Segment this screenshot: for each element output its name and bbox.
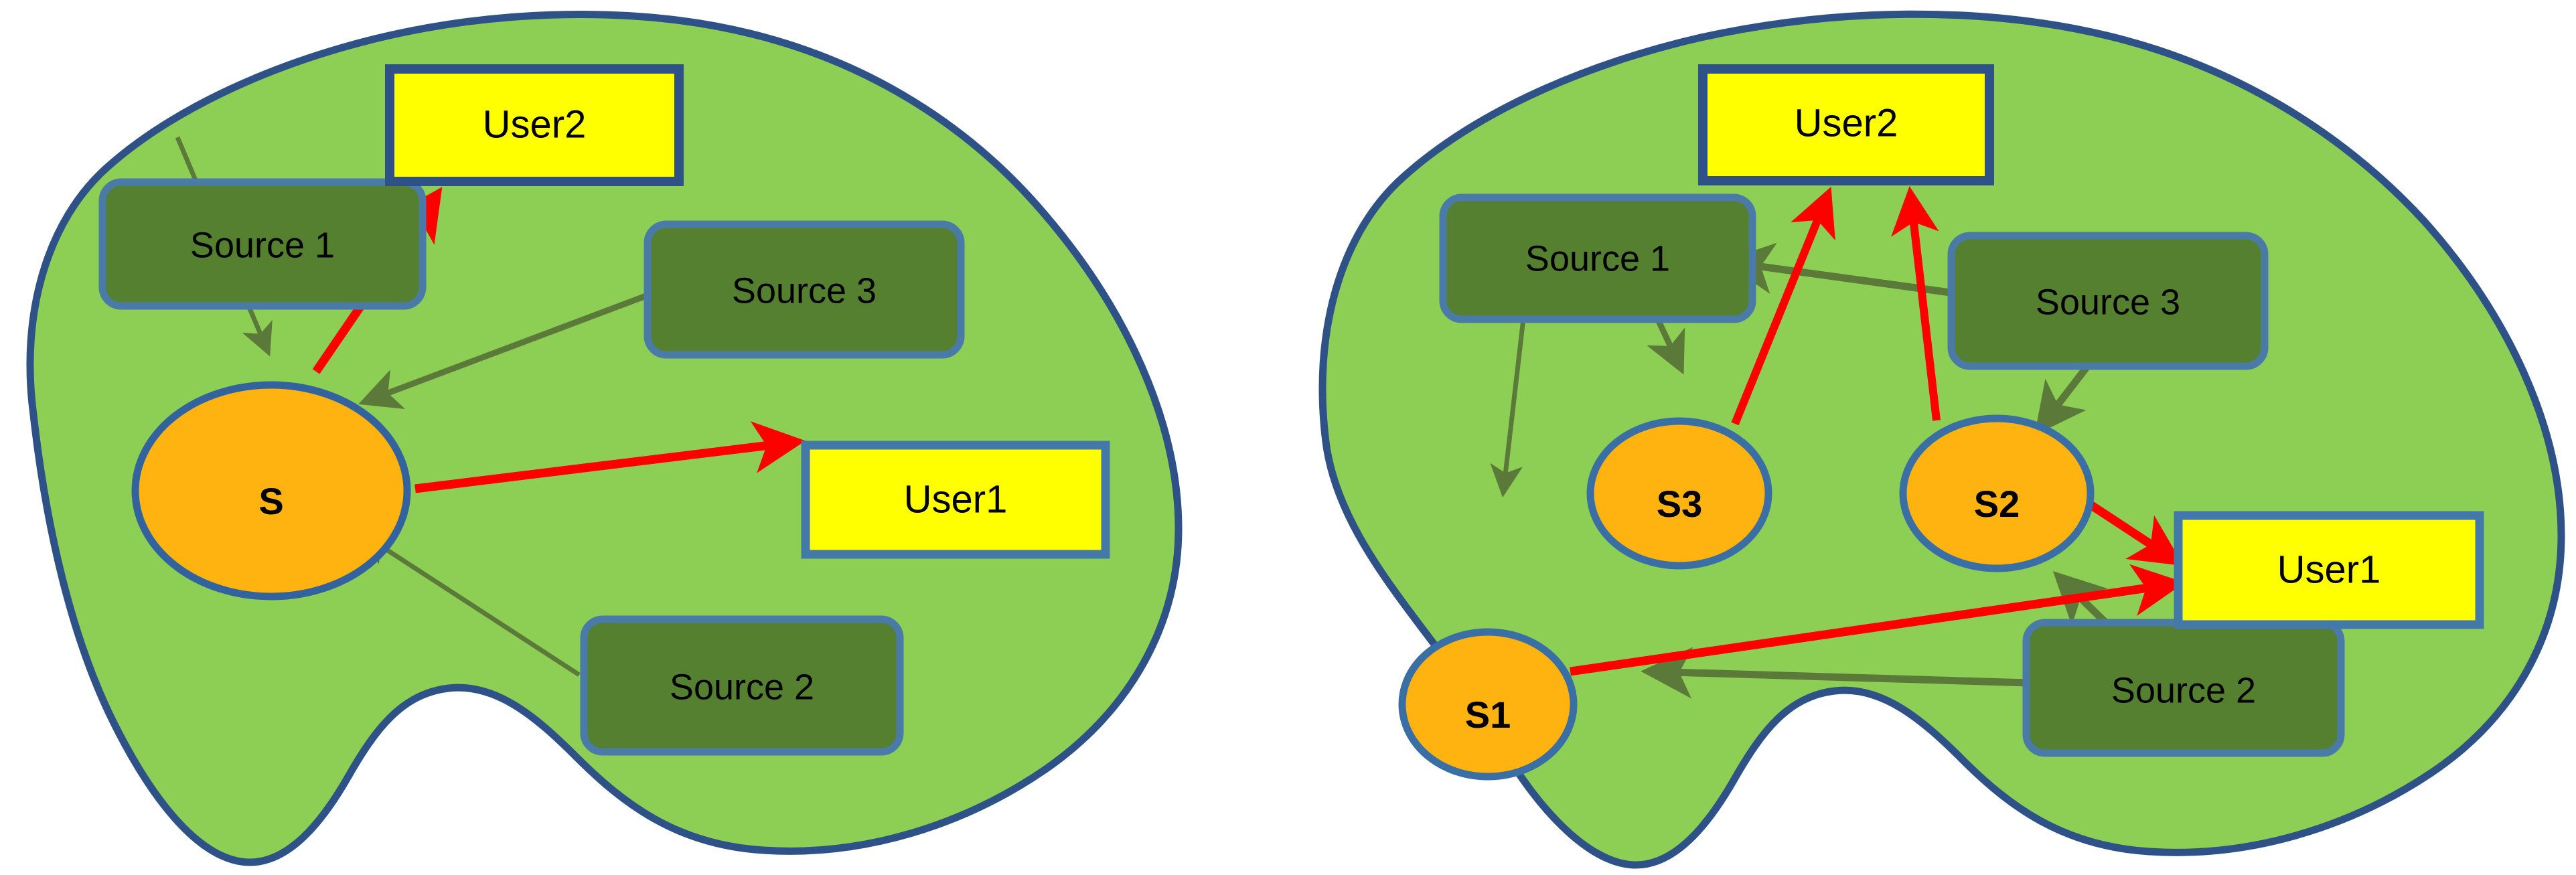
r-source-2-label: Source 2	[2111, 670, 2256, 710]
r-user-2-label: User2	[1795, 101, 1898, 145]
edge-r-src2-to-s1	[1641, 647, 2030, 699]
node-user-2[interactable]: User2	[385, 64, 684, 186]
node-service-s2[interactable]: S2	[1899, 414, 2095, 572]
source-1-label: Source 1	[190, 225, 335, 265]
user-2-box[interactable]	[385, 64, 684, 186]
source-1-box[interactable]	[98, 178, 427, 310]
source-2-box[interactable]	[580, 615, 904, 756]
user-2-label: User2	[483, 102, 587, 146]
node-r-source-1[interactable]: Source 1	[1439, 193, 1756, 323]
edge-r-s1-to-user1	[1570, 564, 2185, 676]
node-source-2[interactable]: Source 2	[580, 615, 904, 756]
source-2-label: Source 2	[670, 667, 814, 707]
node-r-user-2[interactable]: User2	[1698, 64, 1994, 185]
node-user-1[interactable]: User1	[801, 441, 1110, 559]
service-s1-label: S1	[1465, 694, 1511, 736]
r-source-3-label: Source 3	[2036, 282, 2180, 322]
service-s-ellipse[interactable]	[131, 381, 411, 601]
edge-src2-to-s	[360, 532, 581, 677]
node-r-source-3[interactable]: Source 3	[1947, 232, 2269, 370]
r-source-1-label: Source 1	[1525, 238, 1670, 279]
r-user-1-label: User1	[2277, 548, 2381, 591]
node-r-user-1[interactable]: User1	[2174, 511, 2484, 629]
r-user-2-box[interactable]	[1698, 64, 1994, 185]
node-r-source-2[interactable]: Source 2	[2022, 619, 2345, 757]
node-service-s3[interactable]: S3	[1586, 417, 1772, 570]
source-3-box[interactable]	[643, 220, 965, 359]
edge-src3-to-s	[358, 291, 651, 409]
r-source-1-box[interactable]	[1439, 193, 1756, 323]
edge-r-s2-to-user2	[1891, 186, 1941, 421]
edge-r-s3-to-user2	[1731, 186, 1835, 426]
node-source-3[interactable]: Source 3	[643, 220, 965, 359]
source-3-label: Source 3	[732, 270, 877, 311]
right-panel: Source 1 Source 3 Source 2 S3 S2	[1318, 10, 2565, 869]
r-source-3-box[interactable]	[1947, 232, 2269, 370]
user-1-label: User1	[904, 477, 1008, 521]
service-s-label: S	[258, 480, 283, 522]
service-s3-ellipse[interactable]	[1586, 417, 1772, 570]
user-1-box[interactable]	[801, 441, 1110, 559]
node-source-1[interactable]: Source 1	[98, 178, 427, 310]
edge-s-to-user1	[414, 421, 806, 493]
node-service-s[interactable]: S	[131, 381, 411, 601]
service-s3-label: S3	[1657, 483, 1703, 525]
service-s1-ellipse[interactable]	[1398, 628, 1578, 781]
service-s2-ellipse[interactable]	[1899, 414, 2095, 572]
edge-r-s2-to-user1	[2082, 497, 2184, 566]
left-panel: Source 1 Source 3 Source 2 S User2	[26, 11, 1183, 866]
service-s2-label: S2	[1974, 483, 2020, 525]
node-service-s1[interactable]: S1	[1398, 628, 1578, 781]
r-user-1-box[interactable]	[2174, 511, 2484, 629]
